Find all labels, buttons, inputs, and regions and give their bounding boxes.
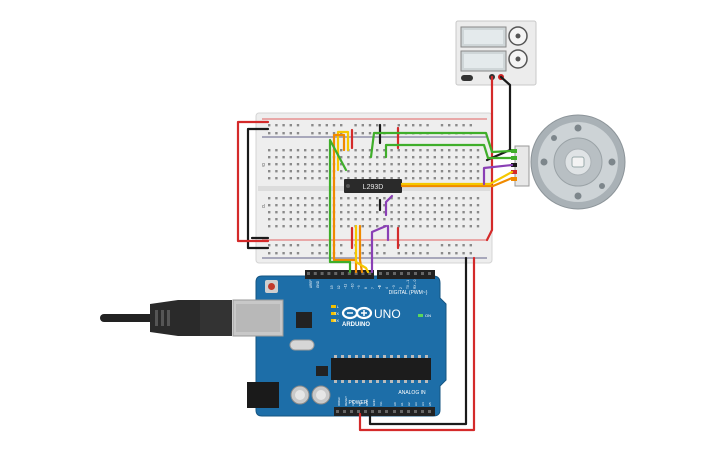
- digital-pin-label: 13: [330, 285, 334, 289]
- analog-header-label: ANALOG IN: [398, 390, 426, 396]
- digital-pin-label: ~3: [392, 285, 396, 289]
- gnd-pin-label: GND: [316, 280, 320, 288]
- arduino-uno-board[interactable]: ARDUINO UNO TX RX L ON DIGITAL (PWM~) PO…: [232, 270, 447, 417]
- power-supply[interactable]: [455, 20, 537, 86]
- digital-pin-label: 4: [385, 287, 389, 289]
- digital-pin-label: ~10: [350, 283, 354, 289]
- digital-pin-label: ~5: [378, 285, 382, 289]
- power-pin-label: 5V: [358, 402, 362, 406]
- digital-pin-label: 2: [399, 287, 403, 289]
- digital-pin-label: 12: [337, 285, 341, 289]
- digital-pin-label: ~6: [378, 285, 382, 289]
- digital-pin-label: RX←0: [413, 279, 417, 289]
- analog-pin-label: A1: [400, 402, 404, 406]
- analog-pin-label: A3: [414, 402, 418, 406]
- l-led-label: L: [337, 304, 340, 309]
- digital-pin-label: TX→1: [406, 280, 410, 289]
- arduino-model-text: UNO: [374, 307, 401, 321]
- digital-pin-label: 8: [364, 287, 368, 289]
- digital-header-label: DIGITAL (PWM~): [389, 290, 428, 296]
- digital-pin-label: ~9: [357, 285, 361, 289]
- row-letter-g: g: [262, 162, 265, 168]
- power-pin-label: GND: [365, 399, 369, 407]
- chip-label: L293D: [363, 184, 384, 191]
- tx-led-label: TX: [334, 311, 339, 316]
- analog-pin-label: A0: [393, 402, 397, 406]
- digital-pin-label: 7: [371, 287, 375, 289]
- usb-cable: [100, 300, 232, 336]
- analog-pin-label: A4: [421, 402, 425, 406]
- aref-pin-label: AREF: [309, 279, 313, 288]
- power-pin-label: IOREF: [337, 397, 341, 406]
- power-pin-label: RESET: [344, 396, 348, 406]
- row-letter-d: d: [262, 204, 265, 210]
- power-pin-label: 3.3V: [351, 400, 355, 406]
- analog-pin-label: A5: [428, 402, 432, 406]
- l293d-chip[interactable]: L293D: [344, 179, 402, 193]
- arduino-brand-text: ARDUINO: [342, 322, 370, 328]
- digital-pin-label: ~11: [344, 284, 348, 289]
- power-pin-label: Vin: [379, 401, 383, 406]
- on-led-label: ON: [425, 313, 431, 318]
- rx-led-label: RX: [333, 318, 339, 323]
- power-header-label: POWER: [349, 400, 368, 406]
- analog-pin-label: A2: [407, 402, 411, 406]
- dc-motor[interactable]: [511, 114, 626, 210]
- arduino-logo: [341, 306, 373, 320]
- wires: [236, 75, 514, 432]
- power-pin-label: GND: [372, 399, 376, 407]
